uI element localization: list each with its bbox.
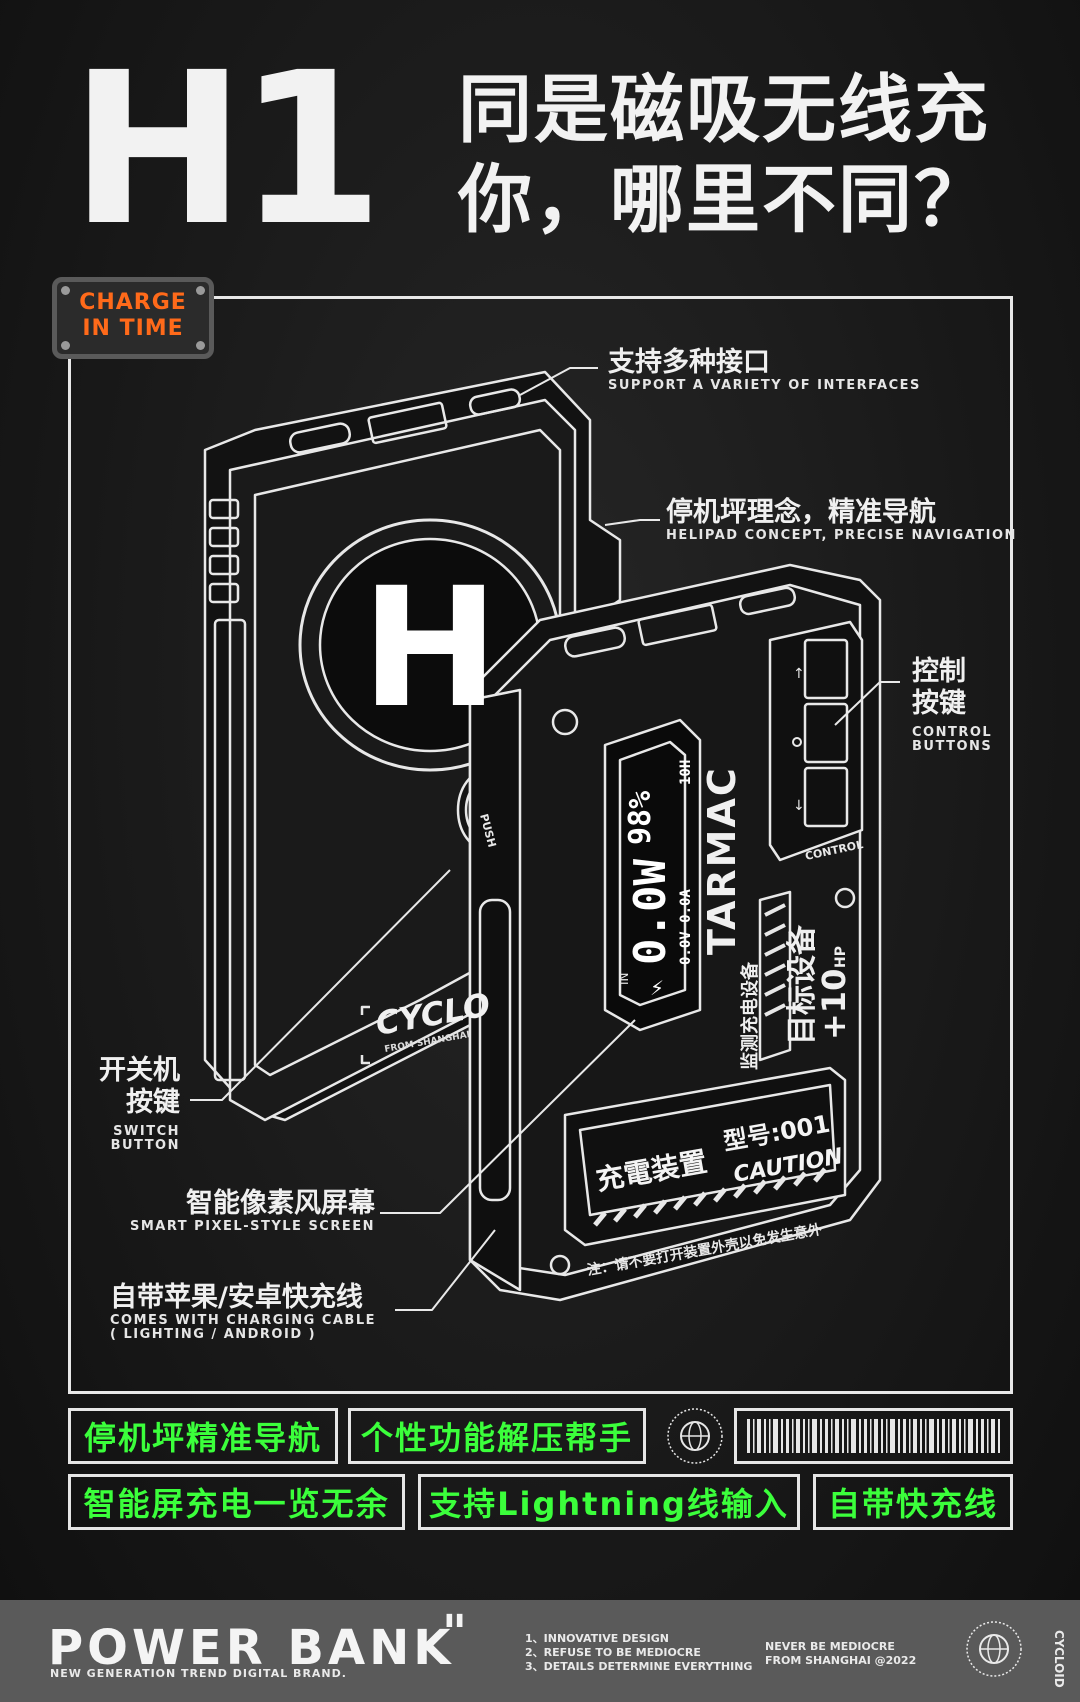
badge-line-2: IN TIME — [82, 316, 184, 341]
screw-icon — [61, 286, 70, 295]
screen-power: 0.0W — [625, 859, 676, 965]
footer-bar — [0, 1600, 1080, 1702]
front-device — [468, 563, 882, 1302]
screen-time: 10H — [678, 760, 694, 785]
headline: 同是磁吸无线充 你，哪里不同？ — [458, 65, 990, 245]
headline-line-1: 同是磁吸无线充 — [458, 67, 990, 153]
footer-subtitle: NEW GENERATION TREND DIGITAL BRAND. — [50, 1667, 347, 1680]
headline-line-2: 你，哪里不同？ — [458, 157, 990, 243]
callout-cable: 自带苹果/安卓快充线 COMES WITH CHARGING CABLE ( L… — [110, 1282, 376, 1342]
feature-box: 智能屏充电一览无余 — [68, 1474, 405, 1530]
screw-icon — [196, 286, 205, 295]
center-dot-icon — [792, 737, 802, 747]
arrow-down-icon: ↓ — [793, 798, 805, 814]
helipad-letter: H — [361, 552, 499, 744]
barcode — [734, 1408, 1013, 1464]
hp-unit: HP — [833, 946, 849, 968]
feature-box: 支持Lightning线输入 — [418, 1474, 800, 1530]
feature-box: 停机坪精准导航 — [68, 1408, 338, 1464]
screen-in: IN — [617, 972, 631, 985]
charge-in-time-badge: CHARGE IN TIME — [52, 277, 214, 359]
footer-slogan: NEVER BE MEDIOCRE FROM SHANGHAI @2022 — [765, 1640, 917, 1667]
callout-screen: 智能像素风屏幕 SMART PIXEL-STYLE SCREEN — [129, 1188, 375, 1234]
globe-badge — [666, 1407, 724, 1465]
model-title: H1 — [70, 27, 384, 272]
callout-interfaces: 支持多种接口 SUPPORT A VARIETY OF INTERFACES — [608, 347, 921, 393]
quote-mark: " — [442, 1605, 468, 1661]
callout-leaders — [190, 367, 900, 1311]
bolt-icon: ⚡ — [650, 976, 664, 1000]
hp-value: +10 — [815, 969, 853, 1040]
footer-title: POWER BANK — [48, 1620, 455, 1676]
globe-icon — [966, 1621, 1022, 1677]
barcode-graphic — [747, 1419, 1000, 1453]
callout-control: 控制 按键 CONTROL BUTTONS — [912, 656, 993, 754]
brand-tarmac: TARMAC — [700, 766, 744, 955]
badge-line-1: CHARGE — [79, 290, 187, 315]
monitor-label: 监测充电设备 — [739, 961, 761, 1070]
arrow-up-icon: ↑ — [793, 666, 805, 682]
illustration-frame — [68, 296, 1013, 1394]
callout-helipad: 停机坪理念，精准导航 HELIPAD CONCEPT, PRECISE NAVI… — [666, 497, 1017, 543]
feature-box: 个性功能解压帮手 — [348, 1408, 646, 1464]
callout-switch: 开关机 按键 SWITCH BUTTON — [99, 1055, 180, 1153]
power-bank-illustration: H CYCLO FROM SHANGHAI PUSH 0.0W 98% 0.0V… — [190, 367, 900, 1311]
target-label: 目标设备 — [785, 924, 820, 1045]
screw-icon — [61, 341, 70, 350]
globe-icon — [667, 1408, 723, 1464]
screen-percent: 98% — [623, 791, 658, 845]
footer-brand: CYCLOID — [1052, 1630, 1066, 1688]
back-device — [203, 370, 622, 1122]
screen-volt: 0.0V 0.0A — [678, 889, 694, 965]
footer-brand-wrap: CYCLOID — [1052, 1630, 1068, 1690]
footer-globe — [965, 1620, 1023, 1678]
footer-list: 1、INNOVATIVE DESIGN 2、REFUSE TO BE MEDIO… — [525, 1632, 753, 1673]
screw-icon — [196, 341, 205, 350]
feature-box: 自带快充线 — [813, 1474, 1013, 1530]
